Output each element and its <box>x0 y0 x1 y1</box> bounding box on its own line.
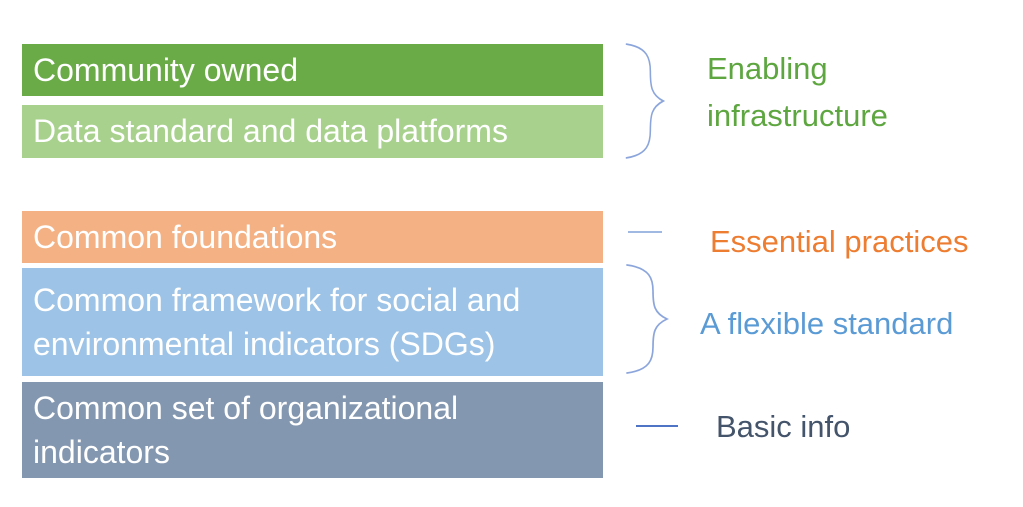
bar-label: Community owned <box>33 51 298 88</box>
bar-label: Common foundations <box>33 218 338 255</box>
bar-community-owned: Community owned <box>22 44 603 96</box>
annotation-flexible-standard: A flexible standard <box>700 306 954 341</box>
bar-label: Common set of organizational indicators <box>33 389 459 470</box>
curly-brace-icon <box>625 43 666 159</box>
annotation-enabling-infrastructure: Enabling infrastructure <box>707 51 888 133</box>
annotation-basic-info: Basic info <box>716 409 851 444</box>
bar-label: Common framework for social and environm… <box>33 281 521 362</box>
connector-dash-icon <box>636 425 678 427</box>
bar-common-foundations: Common foundations <box>22 211 603 263</box>
curly-brace-icon <box>626 264 670 374</box>
annotation-essential-practices: Essential practices <box>710 224 969 259</box>
bar-organizational-indicators: Common set of organizational indicators <box>22 382 603 478</box>
bar-label: Data standard and data platforms <box>33 113 508 150</box>
bar-common-framework-sdg: Common framework for social and environm… <box>22 268 603 376</box>
connector-dash-icon <box>628 231 662 233</box>
bar-data-standard-platforms: Data standard and data platforms <box>22 105 603 158</box>
